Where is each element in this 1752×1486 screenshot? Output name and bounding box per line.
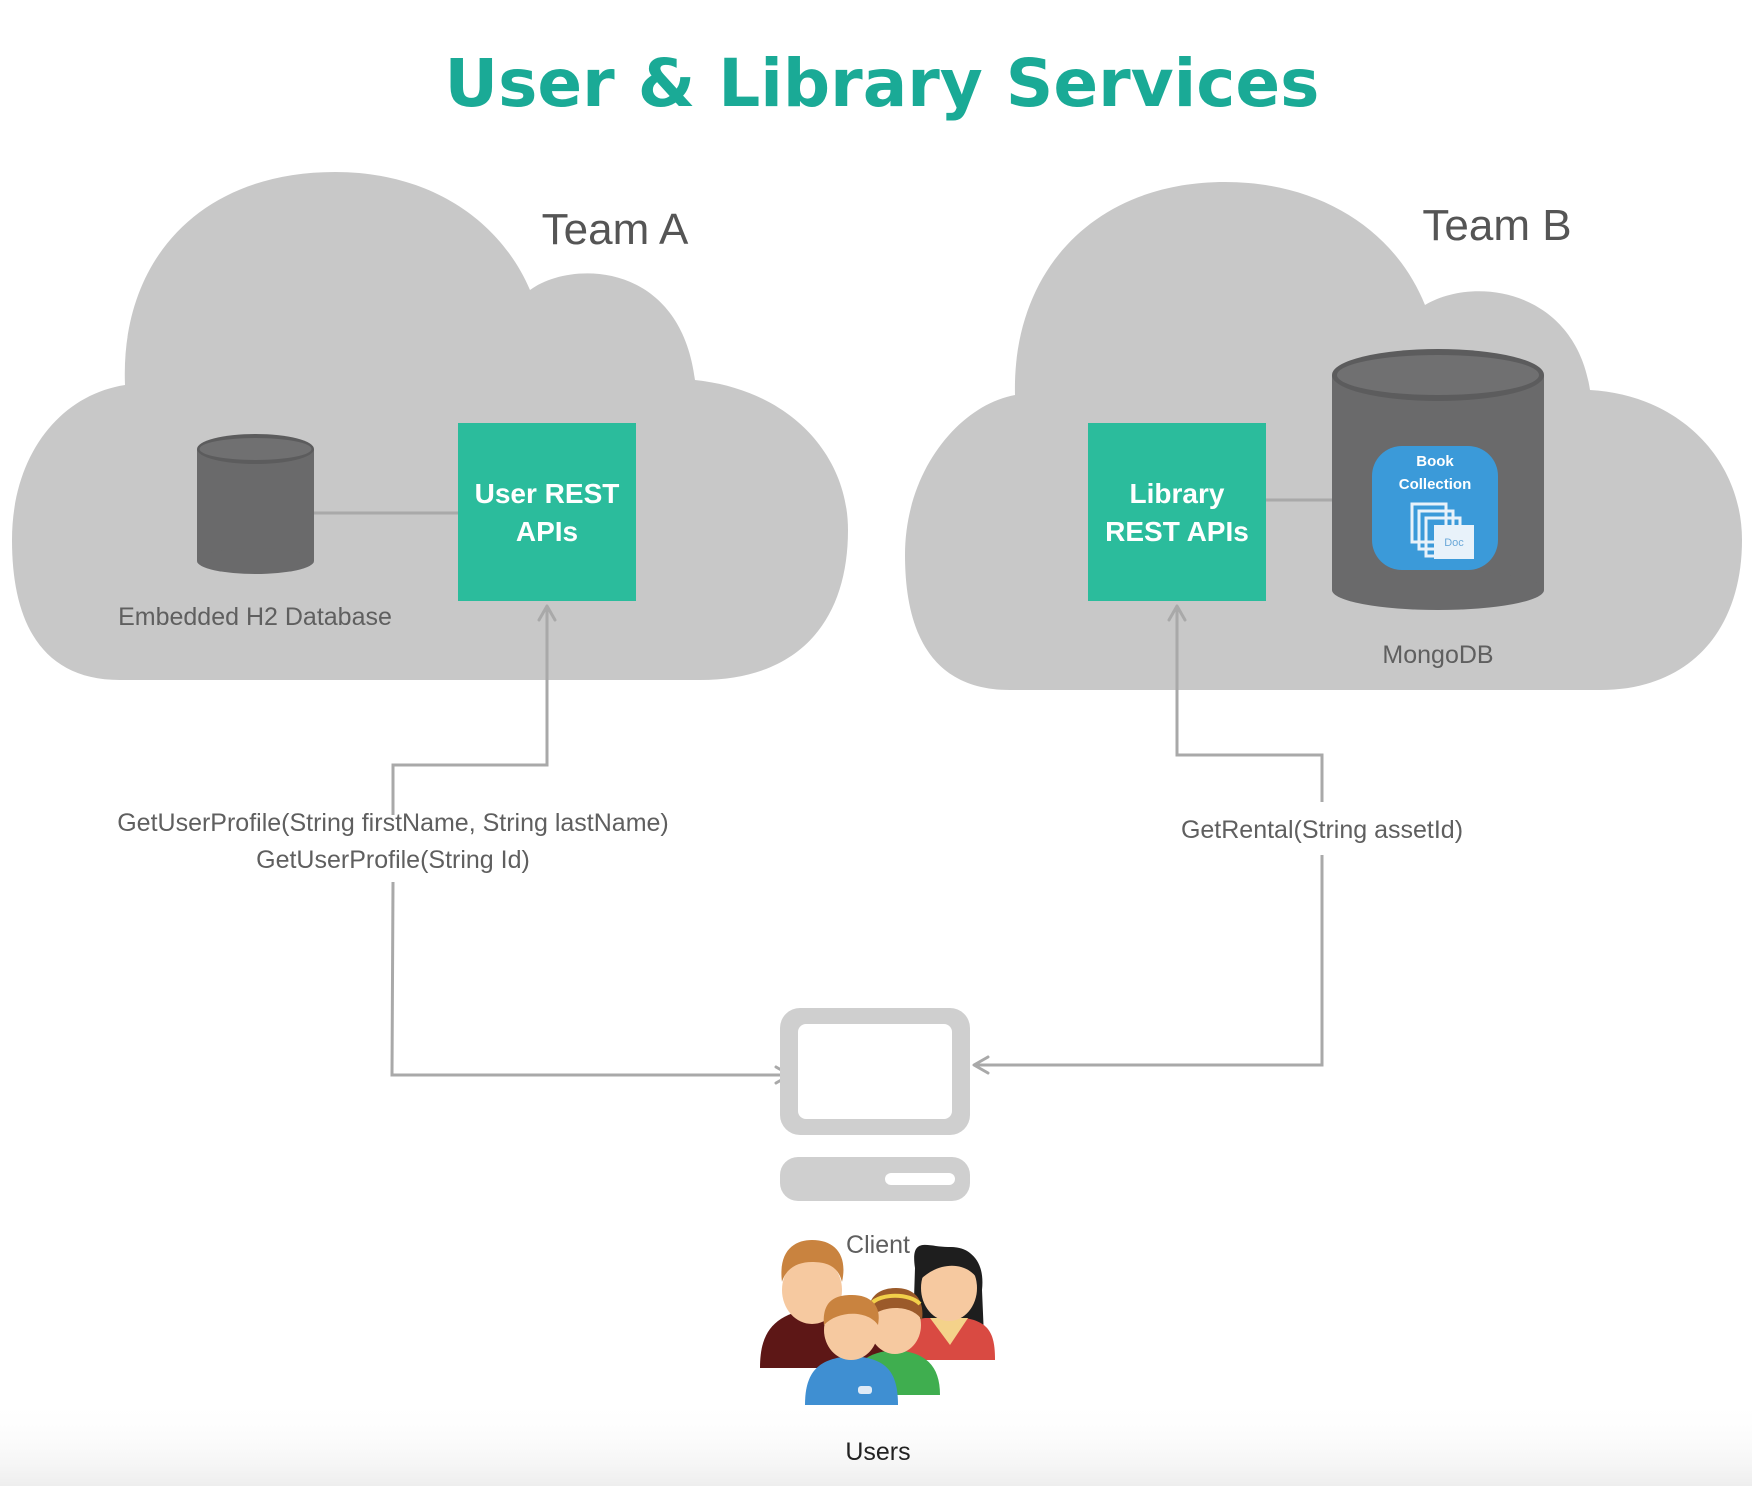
team-a-label: Team A [542, 205, 689, 254]
diagram-title: User & Library Services [445, 45, 1320, 122]
team-b-cloud: Team B Library REST APIs Book Collection… [905, 182, 1742, 690]
user-rest-api-box [458, 423, 636, 601]
arrow-to-user-api [391, 604, 557, 815]
documents-icon: Doc [1410, 502, 1474, 559]
team-b-label: Team B [1422, 201, 1571, 250]
user-api-call-1: GetUserProfile(String firstName, String … [117, 809, 669, 837]
arrow-to-client-left [390, 881, 792, 1085]
collection-line2: Collection [1399, 476, 1472, 493]
database-icon [197, 434, 314, 574]
user-api-line2: APIs [516, 516, 578, 547]
computer-icon [780, 1008, 970, 1201]
arrow-to-library-api [1167, 604, 1324, 802]
library-api-line1: Library [1130, 478, 1225, 509]
bottom-shade [0, 1400, 1752, 1486]
users-label: Users [845, 1438, 910, 1466]
user-api-line1: User REST [475, 478, 620, 509]
user-api-call-2: GetUserProfile(String Id) [256, 846, 530, 874]
library-api-call-1: GetRental(String assetId) [1181, 816, 1463, 844]
client-label: Client [846, 1231, 910, 1259]
h2-database-label: Embedded H2 Database [118, 603, 392, 631]
arrow-to-client-right [972, 855, 1324, 1075]
library-rest-api-box [1088, 423, 1266, 601]
cloud-shape [905, 182, 1742, 690]
team-a-cloud: Team A Embedded H2 Database User REST AP… [12, 172, 848, 680]
book-collection: Book Collection Doc [1372, 446, 1498, 570]
doc-label: Doc [1444, 537, 1464, 549]
library-api-line2: REST APIs [1105, 516, 1249, 547]
mongodb-label: MongoDB [1382, 641, 1493, 669]
users-group-icon [760, 1240, 995, 1405]
collection-line1: Book [1416, 453, 1454, 470]
